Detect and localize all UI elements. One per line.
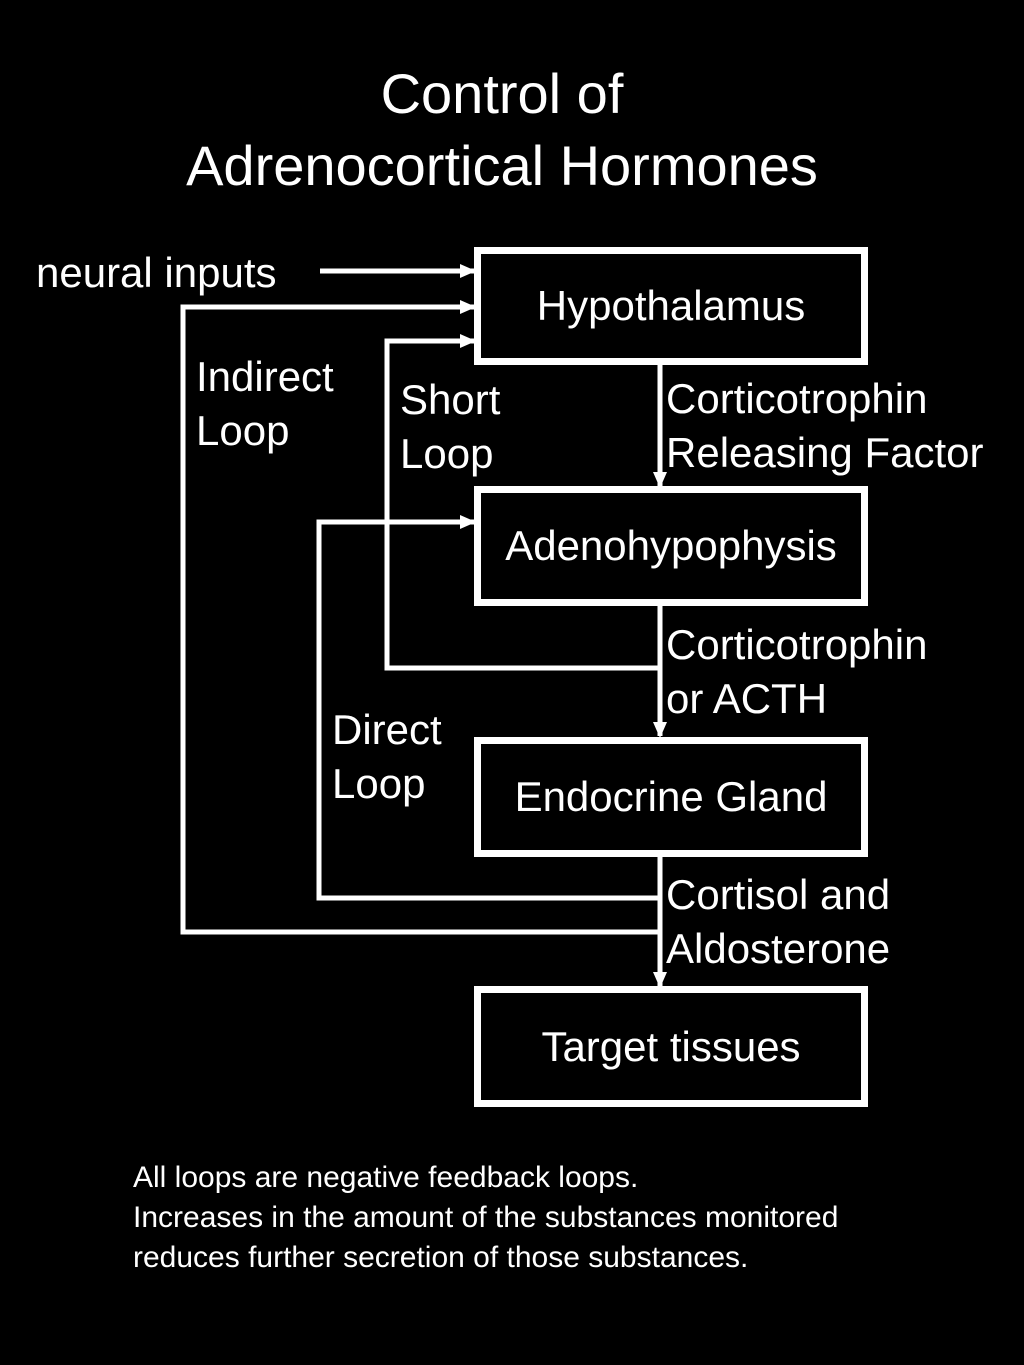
acth-label: Corticotrophin or ACTH bbox=[666, 618, 927, 726]
direct-loop-line-2: Loop bbox=[332, 760, 426, 807]
short-loop-line-2: Loop bbox=[400, 430, 494, 477]
indirect-loop-line-2: Loop bbox=[196, 407, 290, 454]
indirect-loop-line bbox=[180, 300, 660, 935]
direct-loop-label: Direct Loop bbox=[332, 703, 442, 811]
target-tissues-box: Target tissues bbox=[474, 986, 868, 1107]
footnote-line-1: All loops are negative feedback loops. bbox=[133, 1161, 639, 1194]
short-loop-label: Short Loop bbox=[400, 373, 500, 481]
hypothalamus-label: Hypothalamus bbox=[536, 282, 806, 329]
footnote: All loops are negative feedback loops. I… bbox=[133, 1158, 838, 1278]
cortisol-line-1: Cortisol and bbox=[666, 871, 891, 918]
direct-loop-line-1: Direct bbox=[332, 706, 442, 753]
short-loop-line-1: Short bbox=[400, 376, 501, 423]
endocrine-gland-box: Endocrine Gland bbox=[474, 737, 868, 857]
endocrine-gland-label: Endocrine Gland bbox=[514, 773, 828, 820]
adenohypophysis-box: Adenohypophysis bbox=[474, 486, 868, 606]
acth-line-1: Corticotrophin bbox=[666, 621, 928, 668]
neural-inputs-label: neural inputs bbox=[36, 249, 277, 296]
footnote-line-3: reduces further secretion of those subst… bbox=[133, 1241, 749, 1274]
cortisol-label: Cortisol and Aldosterone bbox=[666, 868, 890, 976]
crf-label: Corticotrophin Releasing Factor bbox=[666, 372, 983, 480]
acth-line-2: or ACTH bbox=[666, 675, 828, 722]
diagram-title: Control of Adrenocortical Hormones bbox=[0, 58, 1004, 202]
crf-line-1: Corticotrophin bbox=[666, 375, 928, 422]
title-line-2: Adrenocortical Hormones bbox=[186, 134, 818, 197]
crf-line-2: Releasing Factor bbox=[666, 429, 984, 476]
hypothalamus-box: Hypothalamus bbox=[474, 247, 868, 365]
short-loop-line bbox=[384, 334, 660, 671]
direct-loop-line bbox=[316, 515, 660, 901]
title-line-1: Control of bbox=[380, 62, 624, 125]
indirect-loop-line-1: Indirect bbox=[196, 353, 334, 400]
indirect-loop-label: Indirect Loop bbox=[196, 350, 334, 458]
footnote-line-2: Increases in the amount of the substance… bbox=[133, 1201, 839, 1234]
adenohypophysis-label: Adenohypophysis bbox=[505, 522, 837, 569]
cortisol-line-2: Aldosterone bbox=[666, 925, 891, 972]
target-tissues-label: Target tissues bbox=[541, 1022, 801, 1070]
